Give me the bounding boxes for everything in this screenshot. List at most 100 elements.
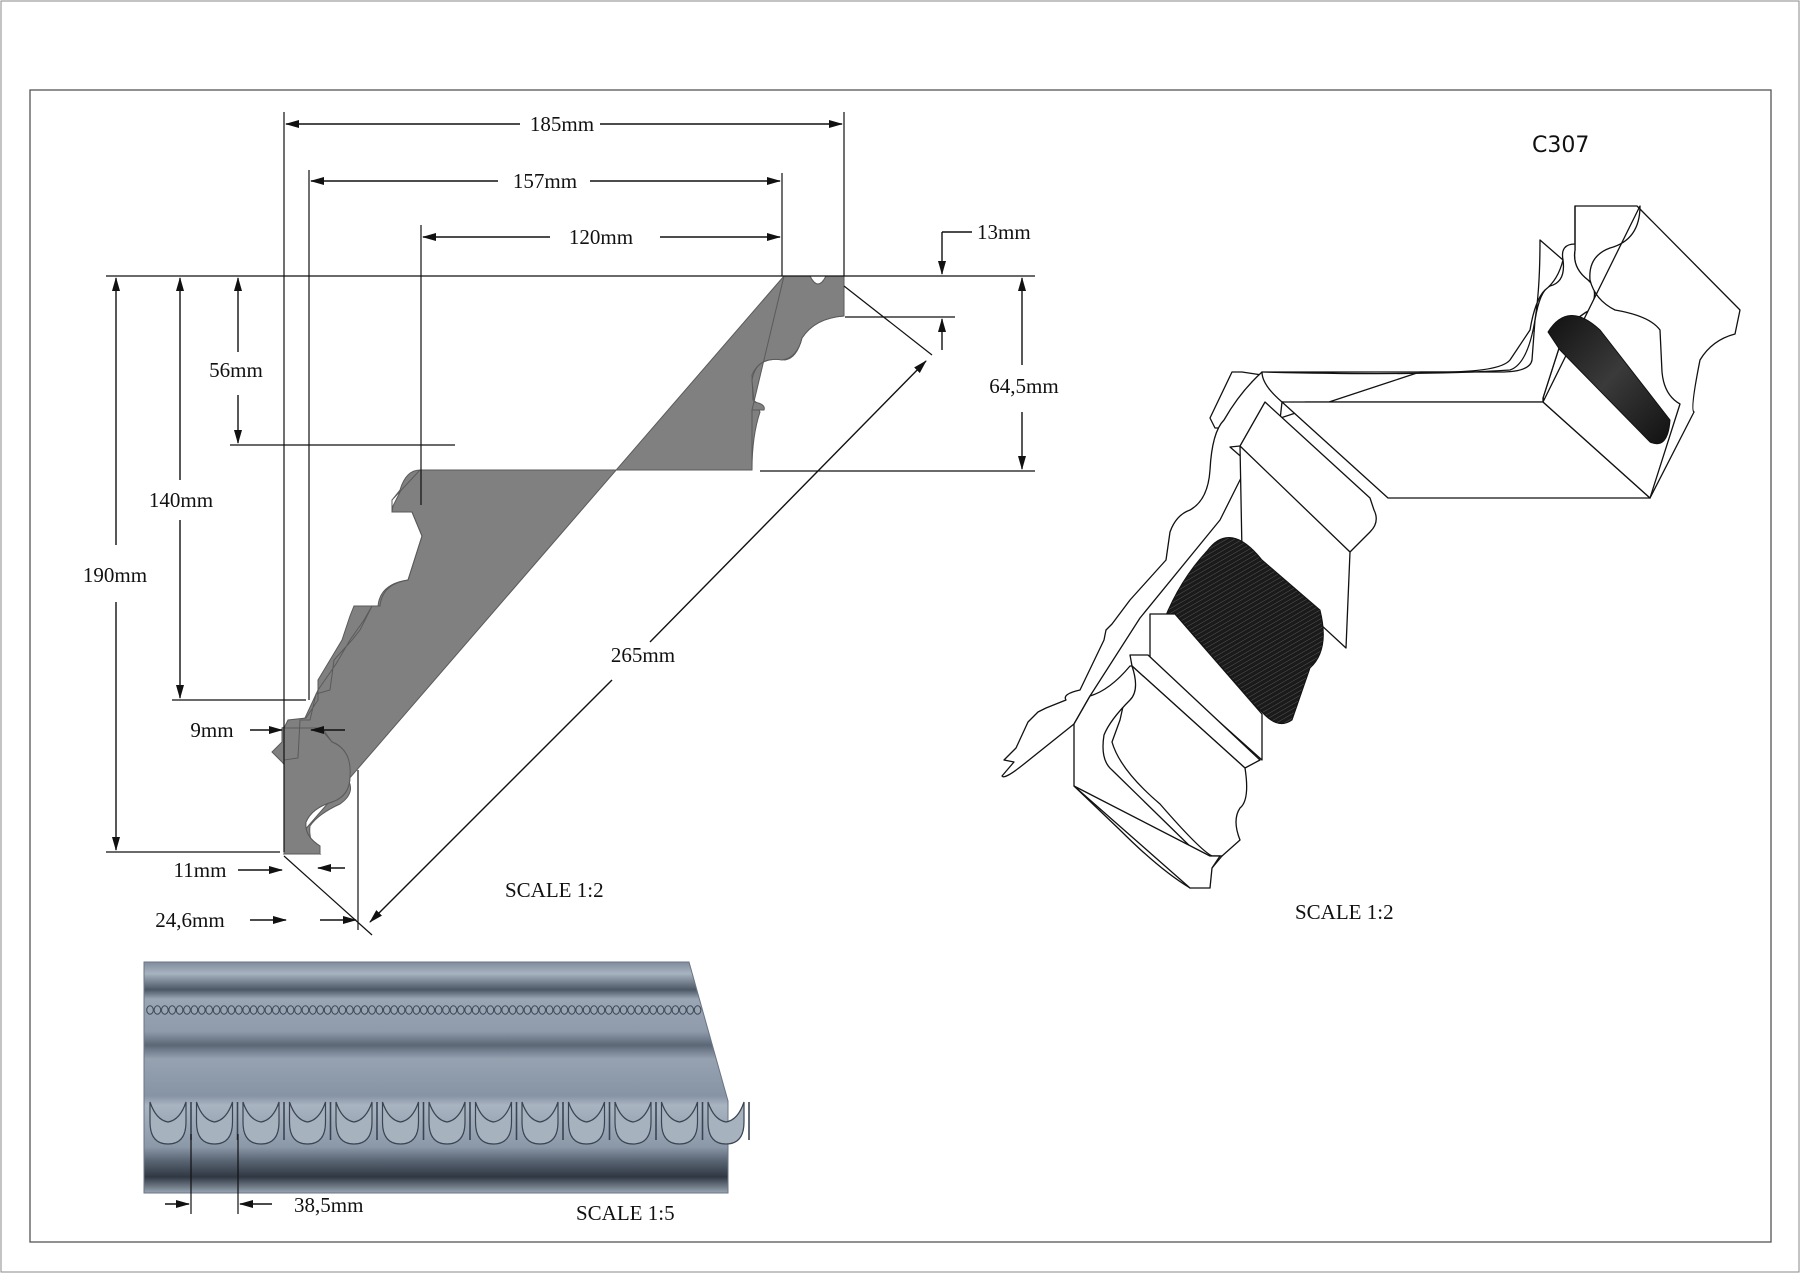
dim-190: 190mm: [83, 563, 147, 587]
bead: [612, 1005, 621, 1015]
bead: [360, 1005, 369, 1015]
bead: [560, 1005, 569, 1015]
egg-ornament: [381, 1101, 420, 1145]
dim-pitch: 38,5mm: [294, 1193, 363, 1217]
bead: [597, 1005, 606, 1015]
dim-157: 157mm: [513, 169, 577, 193]
dim-120: 120mm: [569, 225, 633, 249]
bead: [353, 1005, 362, 1015]
egg-and-dart-row: [149, 1101, 750, 1145]
bead: [553, 1005, 561, 1015]
egg-ornament: [335, 1101, 373, 1145]
bead: [434, 1005, 443, 1015]
bead: [212, 1005, 221, 1015]
dim-13: 13mm: [977, 220, 1031, 244]
bead: [257, 1005, 265, 1015]
bead: [279, 1005, 288, 1015]
bead: [516, 1005, 524, 1015]
bead: [412, 1005, 421, 1015]
dim-24-6: 24,6mm: [155, 908, 224, 932]
bead: [175, 1005, 184, 1015]
bead: [605, 1005, 613, 1015]
bead: [649, 1005, 658, 1015]
egg-ornament: [428, 1101, 466, 1145]
egg-ornament: [242, 1101, 280, 1145]
bead: [545, 1005, 554, 1015]
bead: [642, 1005, 650, 1015]
bead: [568, 1005, 576, 1015]
dim-11: 11mm: [174, 858, 227, 882]
bead: [486, 1005, 495, 1015]
bead: [664, 1005, 672, 1015]
bead: [627, 1005, 635, 1015]
bead: [442, 1005, 450, 1015]
bead: [375, 1005, 384, 1015]
bead: [272, 1005, 280, 1015]
egg-ornament: [660, 1101, 699, 1145]
dim-56: 56mm: [209, 358, 263, 382]
bead: [294, 1005, 302, 1015]
pitch-dimension: [165, 1134, 272, 1214]
bead: [575, 1005, 584, 1015]
bead: [227, 1005, 236, 1015]
dim-265: 265mm: [611, 643, 675, 667]
bead: [449, 1005, 458, 1015]
scale-label-strip: SCALE 1:5: [576, 1201, 675, 1225]
bead: [242, 1005, 250, 1015]
bead: [397, 1005, 406, 1015]
extension-lines: [106, 112, 1035, 936]
bead: [190, 1005, 199, 1015]
bead: [531, 1005, 539, 1015]
bead: [264, 1005, 273, 1015]
bead: [346, 1005, 354, 1015]
bead: [582, 1005, 591, 1015]
dim-9: 9mm: [190, 718, 233, 742]
egg-ornament: [614, 1101, 652, 1145]
bead: [249, 1005, 258, 1015]
bead: [427, 1005, 436, 1015]
dim-185: 185mm: [530, 112, 594, 136]
bead: [301, 1005, 310, 1015]
egg-ornament: [288, 1101, 327, 1145]
bead: [168, 1005, 176, 1015]
bead: [323, 1005, 332, 1015]
bead: [309, 1005, 317, 1015]
bead: [634, 1005, 643, 1015]
bead: [146, 1005, 154, 1015]
product-code: C307: [1532, 133, 1589, 158]
bead: [235, 1005, 243, 1015]
bead: [479, 1005, 487, 1015]
bead: [153, 1005, 162, 1015]
bead-row: [146, 1005, 702, 1015]
bead: [590, 1005, 598, 1015]
bead: [501, 1005, 510, 1015]
bead: [679, 1005, 687, 1015]
egg-ornament: [707, 1101, 745, 1145]
bead: [508, 1005, 517, 1015]
bead: [420, 1005, 428, 1015]
bead: [464, 1005, 473, 1015]
bead: [161, 1005, 169, 1015]
bead: [671, 1005, 680, 1015]
egg-ornament: [567, 1101, 606, 1145]
bead: [286, 1005, 295, 1015]
bead: [316, 1005, 325, 1015]
cornice-profile-body: [283, 275, 845, 855]
bead: [338, 1005, 347, 1015]
bead: [383, 1005, 391, 1015]
isometric-cornice-view: [1001, 205, 1741, 889]
bead: [494, 1005, 502, 1015]
bead: [523, 1005, 532, 1015]
dimension-arrows: [112, 120, 1026, 924]
scale-label-profile: SCALE 1:2: [505, 878, 604, 902]
bead: [538, 1005, 547, 1015]
drawing-frame: [29, 89, 1772, 1243]
egg-ornament: [149, 1101, 187, 1145]
bead: [220, 1005, 228, 1015]
bead: [183, 1005, 191, 1015]
egg-ornament: [474, 1101, 513, 1145]
decorative-strip-render: [143, 961, 750, 1194]
bead: [457, 1005, 465, 1015]
bead: [331, 1005, 339, 1015]
